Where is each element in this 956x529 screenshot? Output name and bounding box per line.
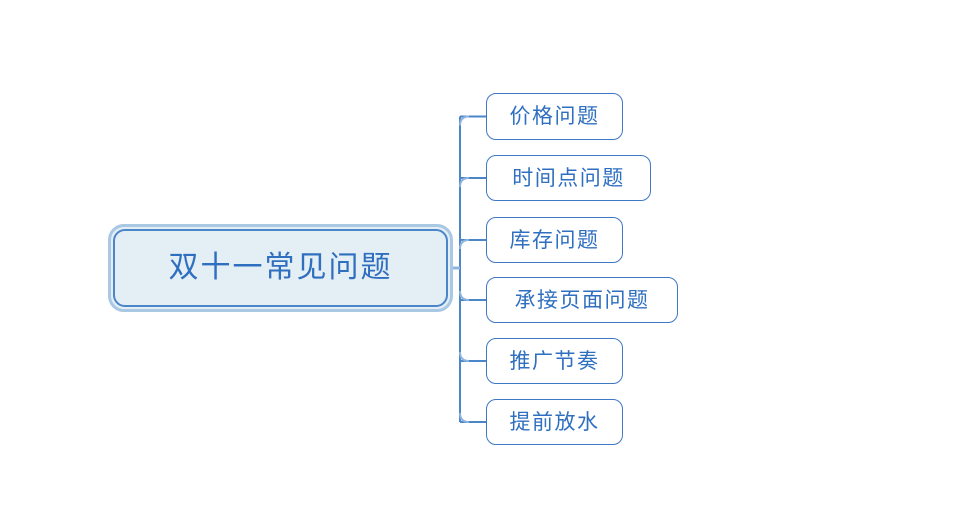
connector-path [459,412,470,423]
child-node-label: 承接页面问题 [514,287,650,312]
child-node[interactable]: 推广节奏 [486,338,623,384]
child-node[interactable]: 提前放水 [486,399,623,445]
child-node-label: 推广节奏 [509,348,600,373]
root-node[interactable]: 双十一常见问题 [108,224,453,312]
connector-path [459,115,470,126]
child-node-label: 提前放水 [509,409,600,434]
connector-path [459,177,470,188]
child-node-label: 库存问题 [509,227,600,252]
connector-path [459,290,470,301]
connector-path [459,239,470,250]
child-node[interactable]: 价格问题 [486,93,623,140]
connector-path [459,351,470,362]
child-node[interactable]: 库存问题 [486,217,623,263]
child-node-label: 价格问题 [509,104,600,128]
child-node-label: 时间点问题 [512,165,625,190]
child-node[interactable]: 承接页面问题 [486,277,678,323]
root-node-inner: 双十一常见问题 [113,229,448,307]
child-node[interactable]: 时间点问题 [486,155,651,201]
root-node-label: 双十一常见问题 [168,251,393,284]
